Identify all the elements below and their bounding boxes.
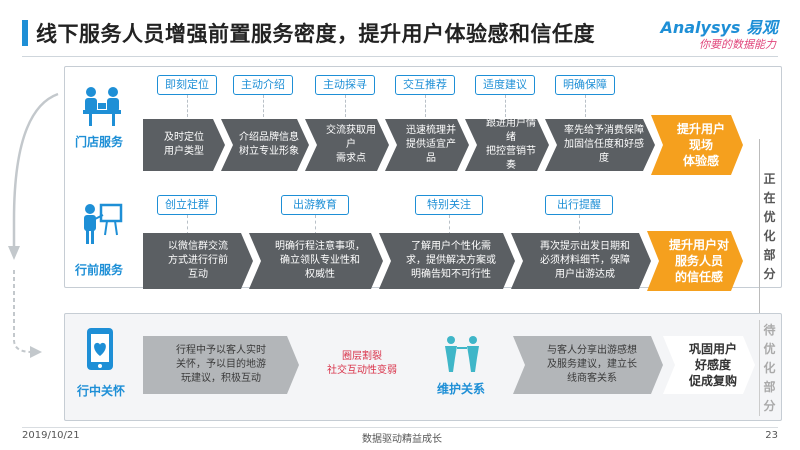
side-char: 部 [763,379,776,394]
tag-connector [315,215,316,235]
tag-store-2: 主动介绍 [233,75,293,95]
tag-pretrip-3: 特别关注 [415,195,483,215]
pretrip-service-label: 行前服务 [75,263,124,277]
maintain-people-icon [445,336,479,372]
pretrip-step-row: 以微信群交流 方式进行行前 互动 明确行程注意事项， 确立领队专业性和 权威性 … [143,233,763,289]
footer-date: 2019/10/21 [22,430,80,441]
store-step-5: 跟进用户情绪 把控营销节奏 [465,119,549,171]
title-divider [22,56,778,57]
during-result: 巩固用户 好感度 促成复购 [663,336,755,394]
side-char: 在 [763,191,776,205]
tag-store-1: 即刻定位 [157,75,217,95]
during-step-2: 与客人分享出游感想 及服务建议，建立长 线商客关系 [513,336,663,394]
tag-connector [263,95,264,117]
optimizing-status-label: 正 在 优 化 部 分 [759,139,779,315]
store-step-3: 交流获取用户 需求点 [305,119,389,171]
tag-connector [187,95,188,117]
side-char: 优 [763,341,776,356]
side-char: 分 [763,267,776,281]
tag-connector [449,215,450,235]
pending-status-label: 待 优 化 部 分 [759,320,779,416]
store-step-row: 及时定位 用户类型 介绍品牌信息 树立专业形象 交流获取用户 需求点 迅速梳理并… [143,119,763,171]
during-trip-label: 行中关怀 [77,384,126,398]
footer-slogan: 数据驱动精益成长 [362,434,442,445]
pretrip-step-2: 明确行程注意事项， 确立领队专业性和 权威性 [249,233,383,289]
tag-pretrip-4: 出行提醒 [545,195,613,215]
maintain-relation-label: 维护关系 [437,382,486,396]
pretrip-step-1: 以微信群交流 方式进行行前 互动 [143,233,253,289]
store-result: 提升用户 现场 体验感 [651,115,743,175]
side-char: 待 [763,322,776,337]
pending-panel: 行中关怀 行程中予以客人实时 关怀，予以目的地游 玩建议，积极互动 与客人分享出… [64,313,782,421]
warning-note: 圈层割裂 社交互动性变弱 [327,350,397,378]
optimizing-panel: 门店服务 即刻定位 主动介绍 主动探寻 交互推荐 适度建议 明确保障 及时定位 … [64,66,782,315]
tag-store-6: 明确保障 [555,75,615,95]
side-char: 化 [763,229,776,243]
tag-connector [505,95,506,117]
side-char: 正 [763,172,776,186]
store-step-6: 率先给予消费保障 加固信任度和好感度 [545,119,655,171]
side-char: 分 [763,398,776,413]
logo-slogan: 你要的数据能力 [699,38,776,51]
during-step-row: 行程中予以客人实时 关怀，予以目的地游 玩建议，积极互动 与客人分享出游感想 及… [143,336,763,394]
store-service-label: 门店服务 [75,135,124,149]
pretrip-service-icon [84,203,123,244]
tag-connector [585,95,586,117]
tag-store-4: 交互推荐 [395,75,455,95]
store-step-1: 及时定位 用户类型 [143,119,225,171]
side-char: 优 [763,210,776,224]
page-title: 线下服务人员增强前置服务密度，提升用户体验感和信任度 [36,22,595,46]
store-step-4: 迅速梳理并 提供适宜产品 [385,119,469,171]
phone-heart-icon [87,328,113,370]
side-char: 化 [763,360,776,375]
title-accent-bar [22,20,28,46]
tag-connector [425,95,426,117]
tag-connector [345,95,346,117]
footer-divider [22,427,778,428]
warning-note-line1: 圈层割裂 [342,351,382,362]
tag-pretrip-2: 出游教育 [281,195,349,215]
brand-logo: Analysys 易观 你要的数据能力 [658,14,778,54]
tag-connector [579,215,580,235]
store-service-icon [83,87,121,126]
logo-text: Analysys 易观 [660,18,778,37]
pretrip-step-4: 再次提示出发日期和 必须材料细节，保障 用户出游达成 [511,233,651,289]
pretrip-result: 提升用户对 服务人员 的信任感 [647,231,743,291]
tag-store-5: 适度建议 [475,75,535,95]
side-char: 部 [763,248,776,262]
during-step-1: 行程中予以客人实时 关怀，予以目的地游 玩建议，积极互动 [143,336,299,394]
tag-store-3: 主动探寻 [315,75,375,95]
loop-arrow-icon [8,92,59,358]
page-number: 23 [765,430,778,441]
tag-pretrip-1: 创立社群 [157,195,217,215]
warning-note-line2: 社交互动性变弱 [327,365,397,376]
tag-connector [187,215,188,235]
pretrip-step-3: 了解用户个性化需 求，提供解决方案或 明确告知不可行性 [379,233,515,289]
store-step-2: 介绍品牌信息 树立专业形象 [221,119,309,171]
